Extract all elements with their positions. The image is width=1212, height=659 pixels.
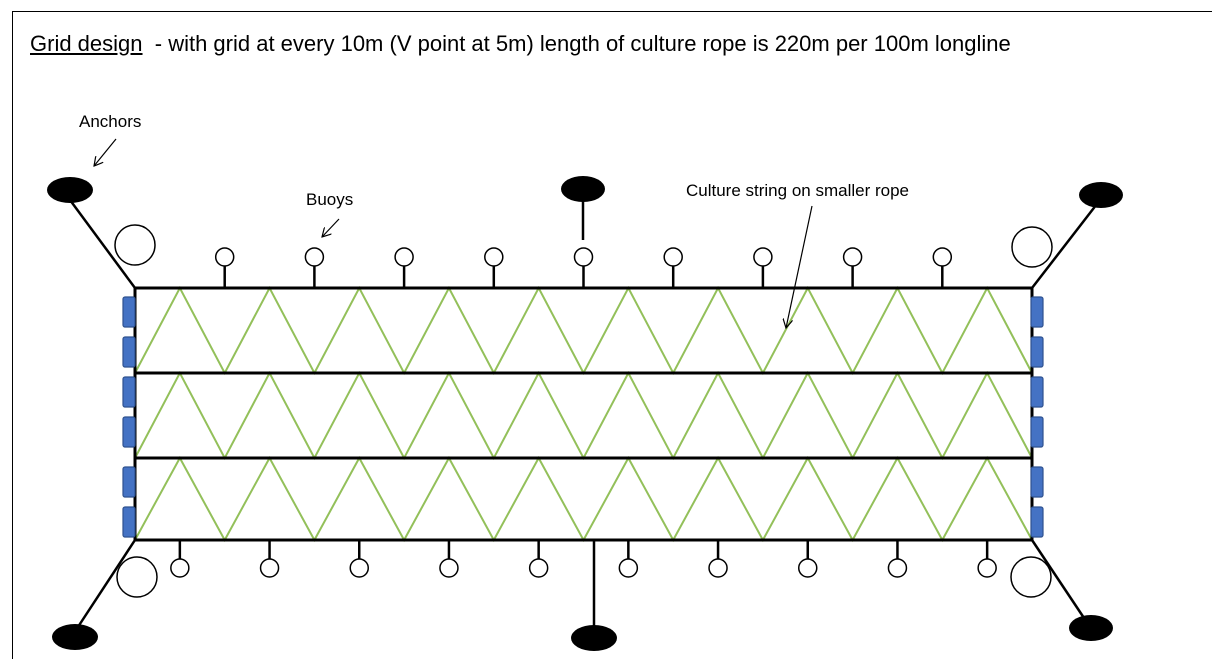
culture-strings [134,285,1033,543]
arrow-anchors [94,138,117,166]
anchor-line-bottom-left [72,539,137,634]
anchor-top-right [1079,182,1123,208]
side-float [1030,336,1044,368]
small-buoy-bottom [798,558,818,578]
small-buoy-bottom [439,558,459,578]
small-buoy-bottom [708,558,728,578]
small-buoy-top [304,247,325,267]
side-float [1030,296,1044,328]
arrow-buoys [322,218,340,237]
small-buoy-bottom [977,558,997,578]
small-buoy-bottom [349,558,369,578]
label-culture-string: Culture string on smaller rope [686,181,909,200]
small-buoy-bottom [259,558,280,578]
label-buoys: Buoys [306,190,353,209]
longlines [133,286,1034,542]
side-float [122,466,136,498]
side-float [122,296,136,328]
side-float [1030,466,1044,498]
culture-string-row [134,455,1033,543]
anchor-bottom-left [52,624,98,650]
culture-string-row [134,370,1033,461]
diagram-frame [12,11,1212,659]
side-float [1030,416,1044,448]
small-buoy-bottom [887,558,908,578]
anchor-line-top-right [1031,199,1101,289]
corner-buoy-bottom-left [116,556,158,598]
side-floats [122,296,1044,538]
corner-buoy-top-left [114,224,156,266]
title-description: - with grid at every 10m (V point at 5m)… [154,31,1011,56]
side-float [122,416,136,448]
small-buoy-bottom [528,558,549,578]
diagram-title: Grid design - with grid at every 10m (V … [30,31,1011,57]
side-float [122,336,136,368]
small-buoy-top [663,247,683,267]
small-buoy-top [753,247,773,267]
culture-string-row [134,285,1033,376]
corner-buoy-bottom-right [1010,556,1052,598]
anchor-top-left [47,177,93,203]
side-float [122,506,136,538]
small-buoy-bottom [170,558,190,578]
arrow-culture-string [786,205,813,328]
small-buoy-top [932,247,953,267]
small-buoy-bottom [618,558,639,578]
side-float [1030,376,1044,408]
corner-buoys [114,224,1053,598]
anchor-lines [68,190,1101,636]
small-buoy-top [842,247,863,267]
side-float [1030,506,1044,538]
small-buoys [170,247,997,578]
label-anchors: Anchors [79,112,141,131]
anchor-top-center [561,176,605,202]
small-buoy-top [484,247,504,267]
anchor-bottom-right [1069,615,1113,641]
side-float [122,376,136,408]
anchor-bottom-center [571,625,617,651]
anchor-line-top-left [68,199,137,289]
small-buoy-top [394,247,414,267]
corner-buoy-top-right [1011,226,1053,268]
anchors [47,176,1123,651]
title-heading: Grid design [30,31,143,56]
small-buoy-top [573,247,594,267]
small-buoy-top [214,247,235,267]
anchor-line-bottom-right [1030,539,1092,628]
